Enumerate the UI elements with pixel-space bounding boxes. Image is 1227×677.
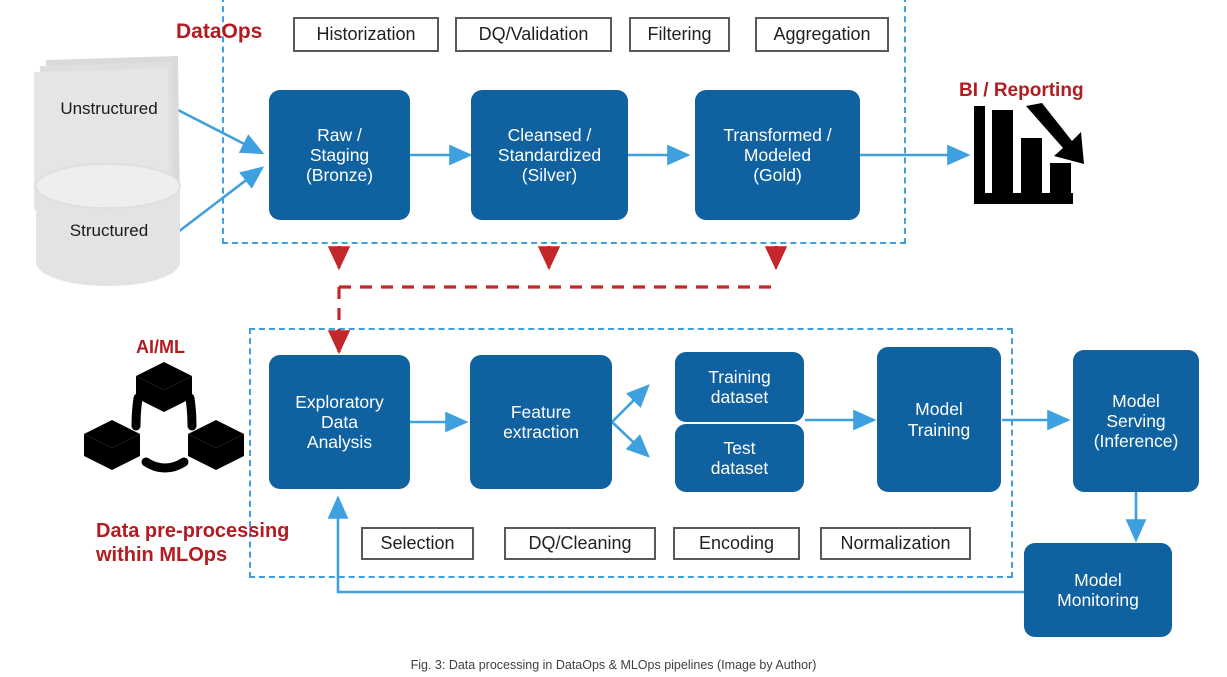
chip-label: Filtering xyxy=(647,24,712,44)
node-label: Exploratory Data Analysis xyxy=(295,391,384,453)
chip-label: Encoding xyxy=(698,533,775,553)
node-cleansed-standardized-silver[interactable]: Cleansed / Standardized (Silver) xyxy=(471,90,628,220)
chip-encoding[interactable]: Encoding xyxy=(673,527,800,560)
chip-filtering[interactable]: Filtering xyxy=(629,17,730,52)
chip-label: Selection xyxy=(380,533,455,553)
node-exploratory-data-analysis[interactable]: Exploratory Data Analysis xyxy=(269,355,410,489)
source-label-unstructured: Unstructured xyxy=(60,99,158,118)
node-model-serving-inference[interactable]: Model Serving (Inference) xyxy=(1073,350,1199,492)
figure-caption: Fig. 3: Data processing in DataOps & MLO… xyxy=(410,658,817,672)
node-transformed-modeled-gold[interactable]: Transformed / Modeled (Gold) xyxy=(695,90,860,220)
node-label: Model Serving (Inference) xyxy=(1093,390,1179,452)
arrow-monitoring-feedback-to-eda xyxy=(327,495,1024,594)
dataops-group-box xyxy=(222,0,906,244)
arrow-structured-to-raw xyxy=(177,166,265,234)
chip-label: DQ/Validation xyxy=(478,24,589,44)
ai-ml-label: AI/ML xyxy=(136,337,185,357)
chip-aggregation[interactable]: Aggregation xyxy=(755,17,889,52)
node-label: Training dataset xyxy=(708,366,771,407)
chip-dq-cleaning[interactable]: DQ/Cleaning xyxy=(504,527,656,560)
node-raw-staging-bronze[interactable]: Raw / Staging (Bronze) xyxy=(269,90,410,220)
chip-selection[interactable]: Selection xyxy=(361,527,474,560)
arrow-unstructured-to-raw xyxy=(177,108,265,155)
node-label: Feature extraction xyxy=(503,401,579,442)
chip-label: Aggregation xyxy=(773,24,871,44)
chip-normalization[interactable]: Normalization xyxy=(820,527,971,560)
arrow-feature-to-test xyxy=(611,421,650,458)
chip-dq-validation[interactable]: DQ/Validation xyxy=(455,17,612,52)
source-label-structured: Structured xyxy=(69,221,149,240)
chip-label: Historization xyxy=(316,24,416,44)
node-feature-extraction[interactable]: Feature extraction xyxy=(470,355,612,489)
node-model-training[interactable]: Model Training xyxy=(877,347,1001,492)
mlops-group-box xyxy=(249,328,1013,578)
node-label: Raw / Staging (Bronze) xyxy=(305,124,374,186)
chip-historization[interactable]: Historization xyxy=(293,17,439,52)
node-model-monitoring[interactable]: Model Monitoring xyxy=(1024,543,1172,637)
mlops-section-label: Data pre-processing within MLOps xyxy=(96,520,290,566)
node-label: Transformed / Modeled (Gold) xyxy=(723,124,832,186)
bi-reporting-label: BI / Reporting xyxy=(959,80,1084,101)
node-training-dataset[interactable]: Training dataset xyxy=(675,352,804,422)
node-test-dataset[interactable]: Test dataset xyxy=(675,424,804,492)
node-label: Model Monitoring xyxy=(1057,569,1139,610)
chip-label: Normalization xyxy=(840,533,951,553)
dataops-section-label: DataOps xyxy=(176,20,263,43)
arrow-feature-to-training xyxy=(611,384,650,423)
chip-label: DQ/Cleaning xyxy=(528,533,632,553)
node-label: Test dataset xyxy=(710,437,769,478)
node-label: Cleansed / Standardized (Silver) xyxy=(497,124,602,186)
node-label: Model Training xyxy=(907,399,971,440)
